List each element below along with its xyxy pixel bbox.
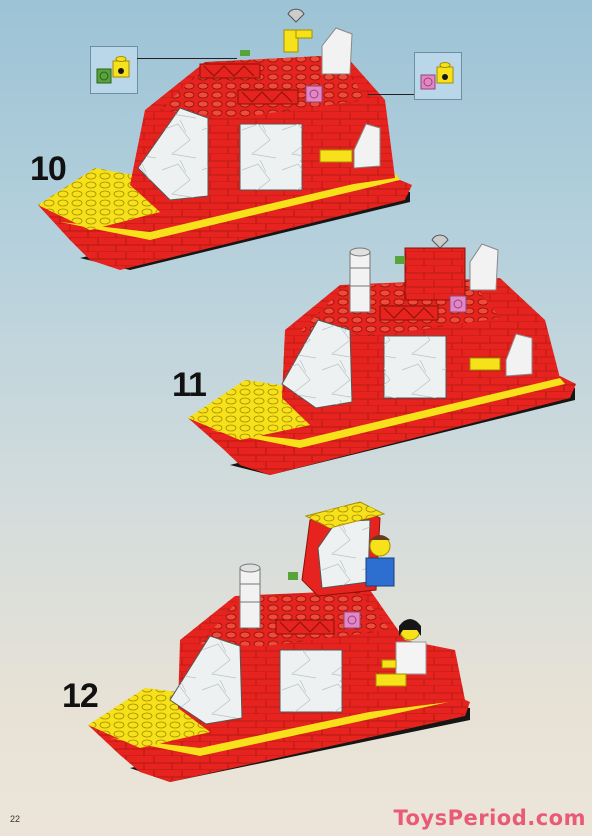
lego-yellow-antenna-icon: [283, 8, 313, 53]
lego-yellow-brick-icon: [436, 62, 454, 84]
callout-arrow-left: [137, 58, 237, 59]
step-number-12: 12: [62, 677, 99, 715]
step-number-11: 11: [172, 366, 207, 404]
lego-pink-round-brick-icon: [420, 74, 436, 90]
minifigure-icon: [365, 535, 395, 587]
callout-arrow-right: [368, 94, 414, 95]
boat-step-12: [88, 501, 470, 782]
lego-green-round-brick-icon: [96, 68, 112, 84]
watermark: ToysPeriod.com: [393, 806, 586, 830]
lego-yellow-brick-icon: [112, 56, 130, 78]
page-number: 22: [10, 814, 21, 824]
step-number-10: 10: [30, 150, 67, 188]
boat-step-11: [188, 234, 576, 475]
boat-step-10: [38, 8, 412, 270]
minifigure-icon: [381, 619, 427, 675]
parts-callout-left: [90, 46, 138, 94]
parts-callout-right: [414, 52, 462, 100]
